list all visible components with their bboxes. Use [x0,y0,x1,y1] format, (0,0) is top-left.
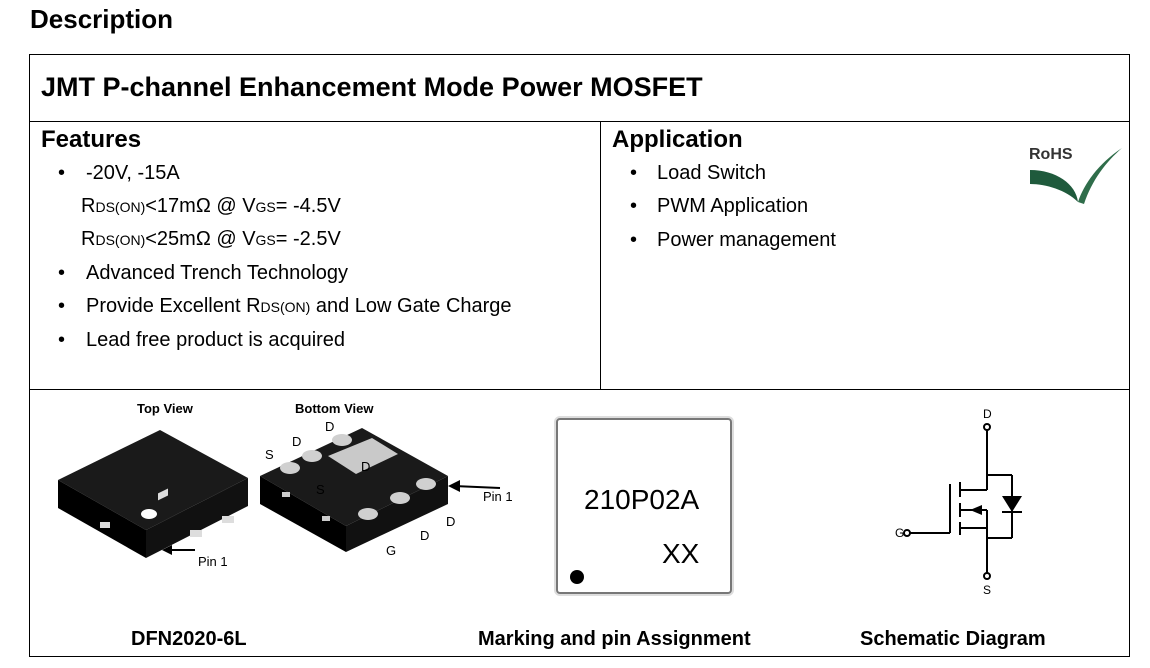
feature-rds-line1: RDS(ON)<17mΩ @ VGS= -4.5V [81,195,341,217]
marking-caption: Marking and pin Assignment [478,628,751,650]
product-title: JMT P-channel Enhancement Mode Power MOS… [41,72,703,102]
marking-box: 210P02A XX [556,418,732,594]
feature-trench: Advanced Trench Technology [86,262,349,284]
feature-rdson-gate: Provide Excellent RDS(ON) and Low Gate C… [86,295,512,317]
pin-label-s: S [265,447,274,462]
bottom-view-label: Bottom View [295,401,374,416]
marking-lot: XX [662,538,700,569]
bullet-icon: • [58,295,66,317]
top-view-body [58,430,248,530]
exposed-pad [328,438,398,474]
section-heading: Description [30,4,174,34]
schematic-caption: Schematic Diagram [860,628,1046,650]
feature-rds-line2: RDS(ON)<25mΩ @ VGS= -2.5V [81,228,341,250]
pin1-label-top: Pin 1 [198,554,228,569]
application-item: Power management [657,229,836,251]
pin-label-d: D [446,514,456,529]
pad-label-d: D [361,459,371,474]
bottom-view-body [260,428,448,526]
marking-code: 210P02A [584,484,700,515]
mosfet-schematic-icon [903,423,1022,580]
rohs-logo: RoHS [1026,144,1126,208]
schematic-g-label: G [895,526,905,540]
application-title: Application [612,126,743,153]
pin-label-d: D [292,434,302,449]
feature-ratings: -20V, -15A [86,162,180,184]
row-divider [29,389,1130,390]
bullet-icon: • [58,262,66,284]
package-drawing [58,428,501,558]
bullet-icon: • [630,162,638,184]
schematic-s-label: S [983,583,992,597]
pin-label-d: D [420,528,430,543]
top-view-label: Top View [137,401,193,416]
pin-label-d: D [325,419,335,434]
pin1-dot-icon [570,570,584,584]
pad-label-s: S [316,482,325,497]
bullet-icon: • [58,329,66,351]
features-title: Features [41,126,142,153]
schematic-d-label: D [983,407,992,421]
bullet-icon: • [630,195,638,217]
package-caption: DFN2020-6L [131,628,247,650]
feature-lead-free: Lead free product is acquired [86,329,346,351]
bullet-icon: • [58,162,66,184]
pin-label-g: G [386,543,397,558]
application-item: PWM Application [657,195,809,217]
application-item: Load Switch [657,162,766,184]
rohs-leaf-icon [1030,148,1122,204]
description-table [29,54,1130,657]
title-row [29,54,1130,122]
pin1-label-bottom: Pin 1 [483,489,513,504]
column-divider [600,122,601,389]
bullet-icon: • [630,229,638,251]
